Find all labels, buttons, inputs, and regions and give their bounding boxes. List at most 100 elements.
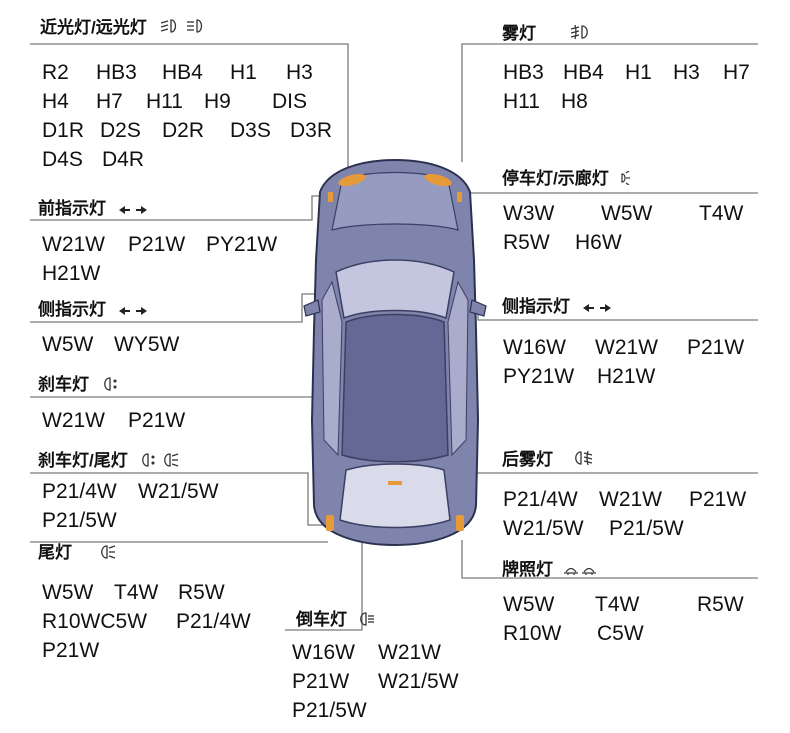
front-indicator-list: W21W P21W PY21W H21W <box>42 230 322 288</box>
bulb-type: C5W <box>597 622 644 645</box>
license-plate-light-list: W5W T4W R5W R10W C5W <box>503 590 763 648</box>
low-high-beam-list: R2 HB3 HB4 H1 H3 H4 H7 H11 H9 DIS D1R D2… <box>42 58 352 176</box>
bulb-type: W5W <box>601 202 653 225</box>
front-indicator-left <box>328 192 333 202</box>
rear-fog-light-list: P21/4W W21W P21W W21/5W P21/5W <box>503 485 763 543</box>
headlight-right <box>424 173 452 187</box>
parking-light-icon <box>617 170 631 190</box>
bulb-type: W21/5W <box>138 480 219 503</box>
bulb-type: R10W <box>503 622 562 645</box>
taillight-right <box>456 515 464 531</box>
bulb-type: P21W <box>292 670 350 693</box>
headlight-left <box>338 173 366 187</box>
bulb-type: H11 <box>503 90 540 113</box>
bulb-type: W21/5W <box>378 670 459 693</box>
bulb-type: W21W <box>378 641 441 664</box>
bulb-type: W5W <box>42 333 94 356</box>
fog-light-label: 雾灯 <box>502 24 536 43</box>
bulb-type: H21W <box>597 365 656 388</box>
bulb-type: HB4 <box>162 61 203 84</box>
bulb-type: P21/4W <box>176 610 251 633</box>
parking-light-label: 停车灯/示廊灯 <box>502 169 609 188</box>
car-hood <box>331 171 459 231</box>
tail-light-list: W5W T4W R5W R10WC5W P21/4W P21W <box>42 578 302 665</box>
bulb-type: D3R <box>290 119 333 142</box>
bulb-type: PY21W <box>206 233 278 256</box>
bulb-type: W21W <box>595 336 658 359</box>
bulb-type: H8 <box>561 90 588 113</box>
reverse-light-icon <box>358 611 376 631</box>
mirror-right <box>469 299 487 317</box>
bulb-type: H7 <box>723 61 750 84</box>
side-indicator-right-list: W16W W21W P21W PY21W H21W <box>503 333 763 391</box>
rear-fog-light-icon <box>572 450 594 471</box>
parking-light-list: W3W W5W T4W R5W H6W <box>503 199 763 257</box>
headlight-low-high-icon <box>159 18 207 39</box>
bulb-type: T4W <box>595 593 640 616</box>
bulb-type: W21W <box>42 233 105 256</box>
bulb-type: P21W <box>42 639 100 662</box>
bulb-type: P21/4W <box>42 480 117 503</box>
side-window-left <box>321 280 343 457</box>
bulb-type: P21/5W <box>292 699 367 722</box>
bulb-type: DIS <box>272 90 308 113</box>
rear-window <box>339 463 451 529</box>
roof <box>341 313 449 463</box>
bulb-type: W5W <box>503 593 555 616</box>
bulb-type: P21/4W <box>503 488 578 511</box>
front-indicator-right <box>457 192 462 202</box>
bulb-type: P21W <box>128 409 186 432</box>
rear-fog-light-title: 后雾灯 <box>502 450 594 471</box>
fog-light-list: HB3 HB4 H1 H3 H7 H11 H8 <box>503 58 763 116</box>
side-indicator-right-title: 侧指示灯 <box>502 297 611 318</box>
bulb-type: P21/5W <box>609 517 684 540</box>
front-indicator-title: 前指示灯 <box>38 199 147 220</box>
bulb-type: R5W <box>697 593 744 616</box>
bulb-type: H3 <box>286 61 313 84</box>
tail-light-title: 尾灯 <box>38 543 117 564</box>
bulb-type: W21/5W <box>503 517 584 540</box>
bulb-type: W16W <box>503 336 566 359</box>
low-high-beam-label: 近光灯/远光灯 <box>40 18 147 37</box>
reverse-light-list: W16W W21W P21W W21/5W P21/5W <box>292 638 492 725</box>
bulb-type: D4R <box>102 148 145 171</box>
bulb-type: HB4 <box>563 61 604 84</box>
windshield <box>335 259 455 320</box>
bulb-type: D2R <box>162 119 205 142</box>
bulb-type: R5W <box>503 231 550 254</box>
bulb-type: D1R <box>42 119 85 142</box>
bulb-type: D3S <box>230 119 271 142</box>
bulb-type: H9 <box>204 90 231 113</box>
turn-signal-icon <box>118 200 147 220</box>
bulb-type: HB3 <box>96 61 137 84</box>
bulb-type: H3 <box>673 61 700 84</box>
brake-light-title: 刹车灯 <box>38 375 120 396</box>
bulb-type: H21W <box>42 262 101 285</box>
bulb-type: H6W <box>575 231 622 254</box>
bulb-type: H1 <box>230 61 257 84</box>
license-plate-light-title: 牌照灯 <box>502 560 598 581</box>
brake-light-icon <box>102 376 120 396</box>
bulb-type: W21W <box>42 409 105 432</box>
bulb-type: R10WC5W <box>42 610 148 633</box>
bulb-type: HB3 <box>503 61 544 84</box>
side-window-right <box>447 280 469 457</box>
rear-center-light <box>388 481 402 485</box>
tail-light-icon <box>99 544 117 564</box>
bulb-type: T4W <box>114 581 159 604</box>
taillight-left <box>326 515 334 531</box>
brake-tail-light-icon <box>140 452 180 472</box>
bulb-type: W3W <box>503 202 555 225</box>
bulb-type: H1 <box>625 61 652 84</box>
rear-fog-light-label: 后雾灯 <box>502 450 553 469</box>
bulb-type: R5W <box>178 581 225 604</box>
bulb-type: P21/5W <box>42 509 117 532</box>
tail-light-label: 尾灯 <box>38 543 72 562</box>
side-indicator-left-label: 侧指示灯 <box>38 300 106 319</box>
side-indicator-left-title: 侧指示灯 <box>38 300 147 321</box>
brake-light-label: 刹车灯 <box>38 375 89 394</box>
bulb-type: H4 <box>42 90 69 113</box>
bulb-type: P21W <box>687 336 745 359</box>
bulb-type: D4S <box>42 148 83 171</box>
side-indicator-left-list: W5W WY5W <box>42 330 242 359</box>
